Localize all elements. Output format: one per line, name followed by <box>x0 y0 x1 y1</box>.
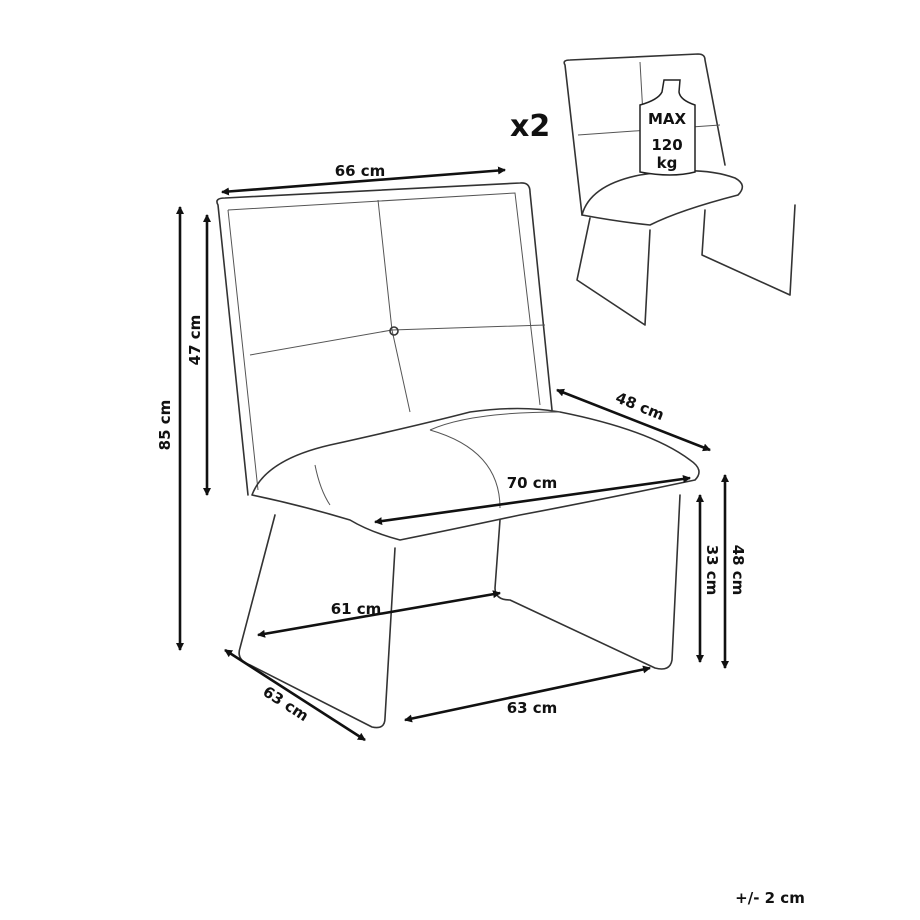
max-load-value: 120 <box>651 136 682 154</box>
label-total-height: 85 cm <box>156 400 174 451</box>
label-seat-width: 70 cm <box>507 474 558 492</box>
dimension-lines <box>176 166 729 742</box>
label-inner-leg-width: 61 cm <box>331 600 382 618</box>
label-back-height: 47 cm <box>186 315 204 366</box>
weight-icon: MAX 120 kg <box>639 79 696 176</box>
dim-arrow-seat-depth <box>556 388 711 452</box>
main-chair-drawing <box>216 182 700 729</box>
quantity-label: x2 <box>510 109 550 144</box>
dim-arrow-base-depth <box>224 648 366 742</box>
max-load-unit: kg <box>657 154 678 172</box>
label-base-width: 63 cm <box>507 699 558 717</box>
dim-arrow-back-width <box>221 166 506 196</box>
dim-arrow-base-width <box>404 665 651 723</box>
label-seat-depth: 48 cm <box>613 389 667 425</box>
dim-arrow-seat-width <box>374 475 691 525</box>
tolerance-note: +/- 2 cm <box>735 889 805 907</box>
label-back-width: 66 cm <box>335 162 386 180</box>
label-leg-height: 33 cm <box>703 545 721 596</box>
label-seat-height: 48 cm <box>729 545 747 596</box>
max-label: MAX <box>648 110 687 128</box>
dim-arrow-inner-leg-width <box>257 590 501 638</box>
small-chair-drawing: MAX 120 kg <box>563 53 796 326</box>
